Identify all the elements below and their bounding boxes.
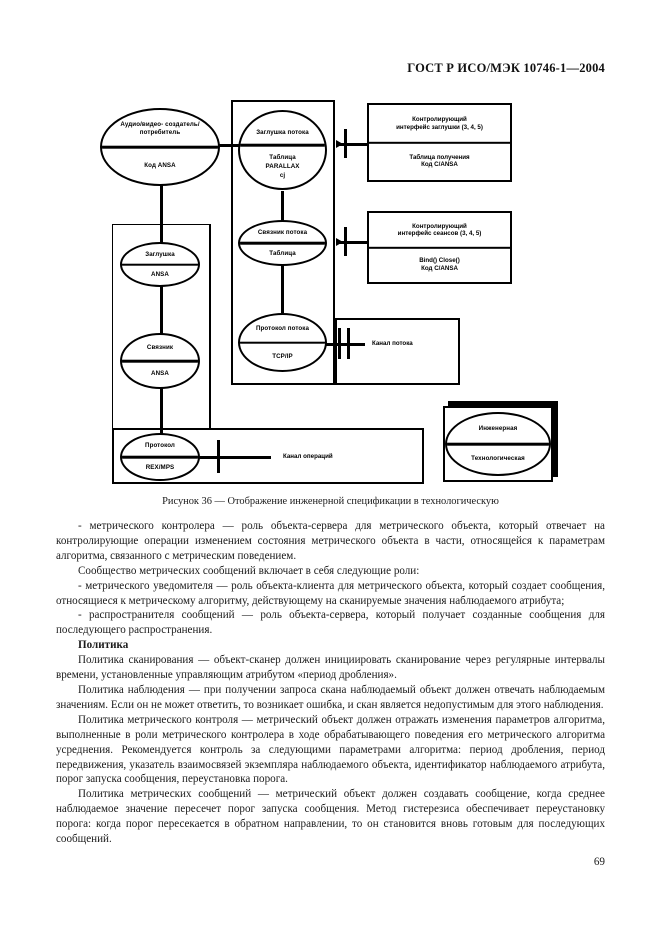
- elbow-vertical-stream-to-ops: [209, 224, 211, 430]
- interface-stub-control-top: Контролирующий интерфейс заглушки (3, 4,…: [396, 116, 483, 131]
- node-stream-stub[interactable]: Заглушка потока Таблица PARALLAX cj: [238, 110, 327, 190]
- node-protocol-top: Протокол: [145, 442, 175, 450]
- stream-channel-box: [335, 318, 460, 385]
- link-stub-to-binder: [160, 286, 163, 336]
- node-divider: [240, 241, 325, 245]
- node-stub[interactable]: Заглушка ANSA: [120, 242, 200, 287]
- section-heading-politika: Политика: [78, 639, 129, 652]
- node-av-producer-bottom: Код ANSA: [144, 161, 176, 169]
- node-binder-top: Связник: [146, 344, 174, 352]
- node-protocol-bottom: REX/MPS: [145, 464, 175, 472]
- node-divider: [447, 442, 549, 446]
- node-stream-binder-top: Связник потока: [257, 228, 308, 236]
- stream-channel-connector: [325, 343, 365, 346]
- link-producer-to-stream-stub: [213, 144, 253, 147]
- elbow-horizontal-stream-to-ops: [209, 428, 235, 430]
- operations-channel-label: Канал операций: [283, 453, 333, 460]
- paragraph: - метрического уведомителя — роль объект…: [56, 579, 605, 607]
- stream-channel-tick-1: [338, 328, 341, 359]
- link-stream-binder-to-stream-protocol: [281, 265, 284, 313]
- node-protocol[interactable]: Протокол REX/MPS: [120, 433, 200, 481]
- node-stub-bottom: ANSA: [151, 271, 169, 279]
- paragraph: - метрического контролера — роль объекта…: [56, 520, 605, 562]
- node-divider: [122, 359, 198, 363]
- legend-node: Инженерная Технологическая: [445, 412, 551, 476]
- paragraph: Политика наблюдения — при получении запр…: [56, 683, 605, 711]
- ibox-divider: [367, 246, 512, 249]
- ibox-divider: [367, 141, 512, 144]
- interface-box-stub-control[interactable]: Контролирующий интерфейс заглушки (3, 4,…: [367, 103, 512, 182]
- stream-channel-label: Канал потока: [372, 340, 413, 347]
- node-av-producer[interactable]: Аудио/видео- создатель/потребитель Код A…: [100, 108, 220, 186]
- node-stream-protocol[interactable]: Протокол потока TCP/IP: [238, 313, 327, 372]
- tick-session-interface: [344, 227, 347, 256]
- node-divider: [102, 145, 218, 149]
- page-number: 69: [593, 856, 605, 868]
- page-header-standard-number: ГОСТ Р ИСО/МЭК 10746-1—2004: [407, 61, 605, 75]
- paragraph: - распространителя сообщений — роль объе…: [56, 609, 605, 637]
- node-divider: [122, 455, 198, 459]
- interface-session-control-bottom: Bind() Close() Код C/ANSA: [419, 257, 460, 272]
- tick-stub-interface: [344, 129, 347, 158]
- arrow-head-session-interface: [336, 238, 343, 246]
- figure-36-diagram: Аудио/видео- создатель/потребитель Код A…: [95, 100, 565, 490]
- link-binder-to-protocol: [160, 388, 163, 434]
- node-divider: [240, 143, 325, 147]
- stream-container-frame: [231, 100, 335, 385]
- node-stream-protocol-top: Протокол потока: [256, 325, 309, 333]
- node-av-producer-top: Аудио/видео- создатель/потребитель: [120, 121, 200, 136]
- operations-channel-connector: [199, 456, 271, 459]
- legend-top-label: Инженерная: [478, 425, 518, 433]
- node-divider: [240, 341, 325, 344]
- node-stream-binder[interactable]: Связник потока Таблица: [238, 220, 327, 266]
- node-stream-binder-bottom: Таблица: [269, 249, 296, 257]
- node-stream-stub-bottom: Таблица PARALLAX cj: [265, 153, 300, 180]
- interface-session-control-top: Контролирующий интерфейс сеансов (3, 4, …: [397, 222, 482, 238]
- node-binder-bottom: ANSA: [151, 370, 169, 378]
- node-stub-top: Заглушка: [145, 250, 175, 258]
- arrow-head-stub-interface: [336, 140, 343, 148]
- node-divider: [122, 263, 198, 266]
- paragraph: Сообщество метрических сообщений включае…: [78, 564, 420, 577]
- paragraph: Политика метрического контроля — метриче…: [56, 713, 605, 786]
- node-binder[interactable]: Связник ANSA: [120, 333, 200, 389]
- operations-channel-tick: [217, 440, 220, 473]
- figure-caption: Рисунок 36 — Отображение инженерной спец…: [162, 496, 499, 507]
- paragraph: Политика метрических сообщений — метриче…: [56, 788, 605, 846]
- link-producer-to-stub: [160, 184, 163, 250]
- paragraph: Политика сканирования — объект-сканер до…: [56, 654, 605, 682]
- legend-bottom-label: Технологическая: [471, 455, 525, 463]
- stream-channel-tick-2: [347, 328, 350, 359]
- body-text-container: - метрического контролера — роль объекта…: [56, 519, 605, 847]
- interface-box-session-control[interactable]: Контролирующий интерфейс сеансов (3, 4, …: [367, 211, 512, 284]
- link-stream-stub-to-stream-binder: [281, 191, 284, 221]
- node-stream-protocol-bottom: TCP/IP: [272, 352, 293, 360]
- interface-stub-control-bottom: Таблица получения Код C/ANSA: [409, 153, 470, 169]
- node-stream-stub-top: Заглушка потока: [256, 128, 309, 136]
